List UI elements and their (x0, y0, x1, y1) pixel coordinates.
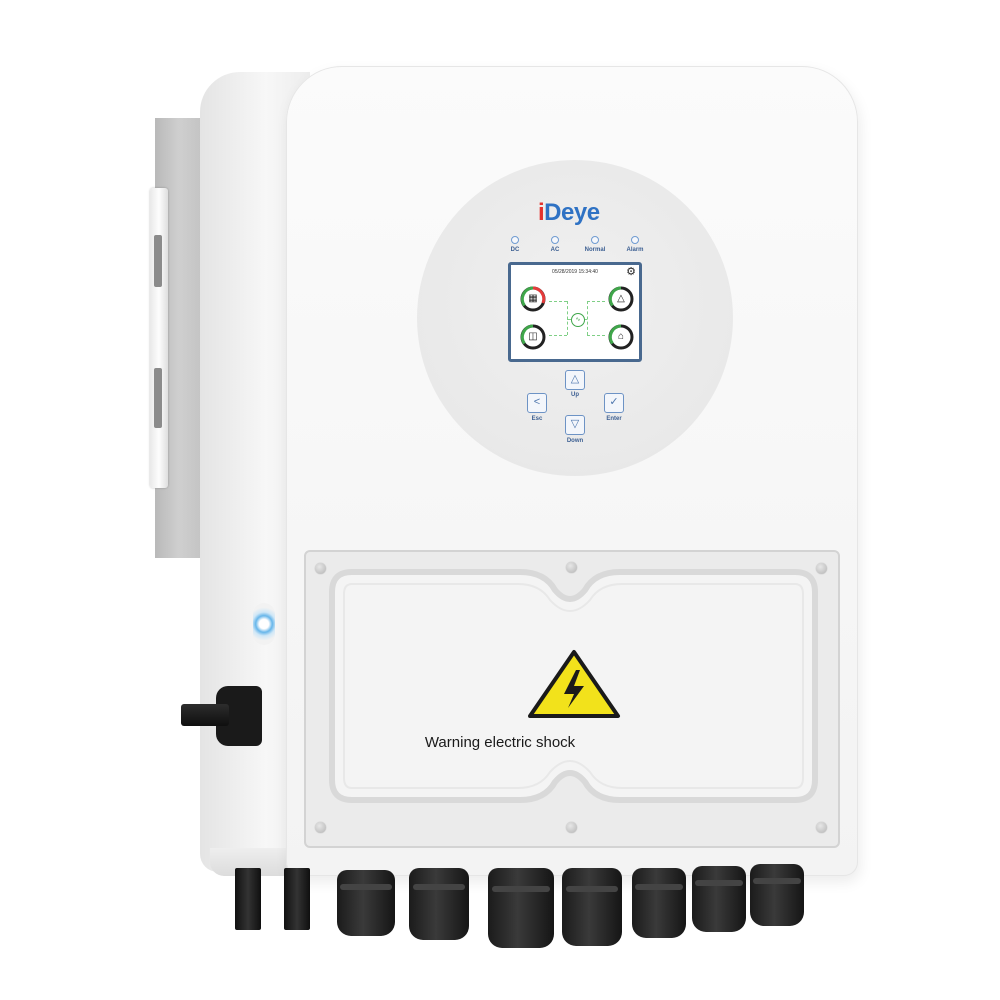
high-voltage-warning-icon (528, 650, 620, 718)
grid-gauge: △ (607, 285, 635, 313)
flow-line (587, 335, 605, 336)
brand-logo: iDeye (538, 199, 600, 226)
led-normal: Normal (578, 236, 612, 253)
bracket-slot (154, 235, 162, 287)
led-dot (591, 236, 599, 244)
enter-label: Enter (606, 416, 622, 422)
flow-line (549, 335, 567, 336)
power-tower-icon: △ (617, 293, 625, 304)
load-gauge: ⌂ (607, 323, 635, 351)
cover-screw (566, 562, 577, 573)
cover-screw (816, 563, 827, 574)
led-alarm: Alarm (618, 236, 652, 253)
flow-line (567, 319, 571, 320)
pv-connector (235, 868, 261, 930)
down-label: Down (566, 438, 584, 444)
cable-gland (692, 866, 746, 932)
led-label: Alarm (626, 247, 644, 253)
battery-gauge: ◫ (519, 323, 547, 351)
cover-screw (566, 822, 577, 833)
up-button[interactable]: △ (565, 370, 585, 390)
flow-line (587, 301, 588, 335)
flow-line (567, 301, 568, 335)
battery-icon: ◫ (528, 331, 538, 342)
house-icon: ⌂ (617, 331, 625, 342)
cable-gland (632, 868, 686, 938)
cable-gland (488, 868, 554, 948)
led-dc: DC (498, 236, 532, 253)
pv-connector (284, 868, 310, 930)
solar-gauge: ▦ (519, 285, 547, 313)
led-ac: AC (538, 236, 572, 253)
led-dot (511, 236, 519, 244)
lcd-datetime: 05/28/2019 15:34:40 (552, 269, 598, 275)
flow-line (583, 319, 587, 320)
cover-screw (816, 822, 827, 833)
led-label: Normal (584, 247, 606, 253)
cover-screw (315, 822, 326, 833)
enter-button[interactable]: ✓ (604, 393, 624, 413)
cable-gland (409, 868, 469, 940)
down-button[interactable]: ▽ (565, 415, 585, 435)
bracket-slot (154, 368, 162, 428)
bracket-rail (150, 188, 168, 488)
solar-panel-icon: ▦ (528, 293, 538, 304)
warning-label: Warning electric shock (424, 734, 576, 751)
status-indicators: DC AC Normal Alarm (502, 236, 648, 262)
flow-line (549, 301, 567, 302)
gear-icon[interactable]: ⚙ (626, 266, 636, 278)
esc-label: Esc (531, 416, 543, 422)
cable-gland (337, 870, 395, 936)
up-label: Up (571, 392, 579, 398)
inverter-node-icon: ∿ (571, 313, 585, 327)
power-button[interactable] (253, 603, 275, 645)
led-dot (631, 236, 639, 244)
led-label: DC (510, 247, 520, 253)
cover-screw (315, 563, 326, 574)
lcd-screen: 05/28/2019 15:34:40 ⚙ ∿ ▦ △ (508, 262, 642, 362)
dc-switch-knob[interactable] (181, 704, 229, 726)
led-dot (551, 236, 559, 244)
cable-gland (750, 864, 804, 926)
esc-button[interactable]: < (527, 393, 547, 413)
cable-gland (562, 868, 622, 946)
led-label: AC (550, 247, 560, 253)
flow-line (587, 301, 605, 302)
